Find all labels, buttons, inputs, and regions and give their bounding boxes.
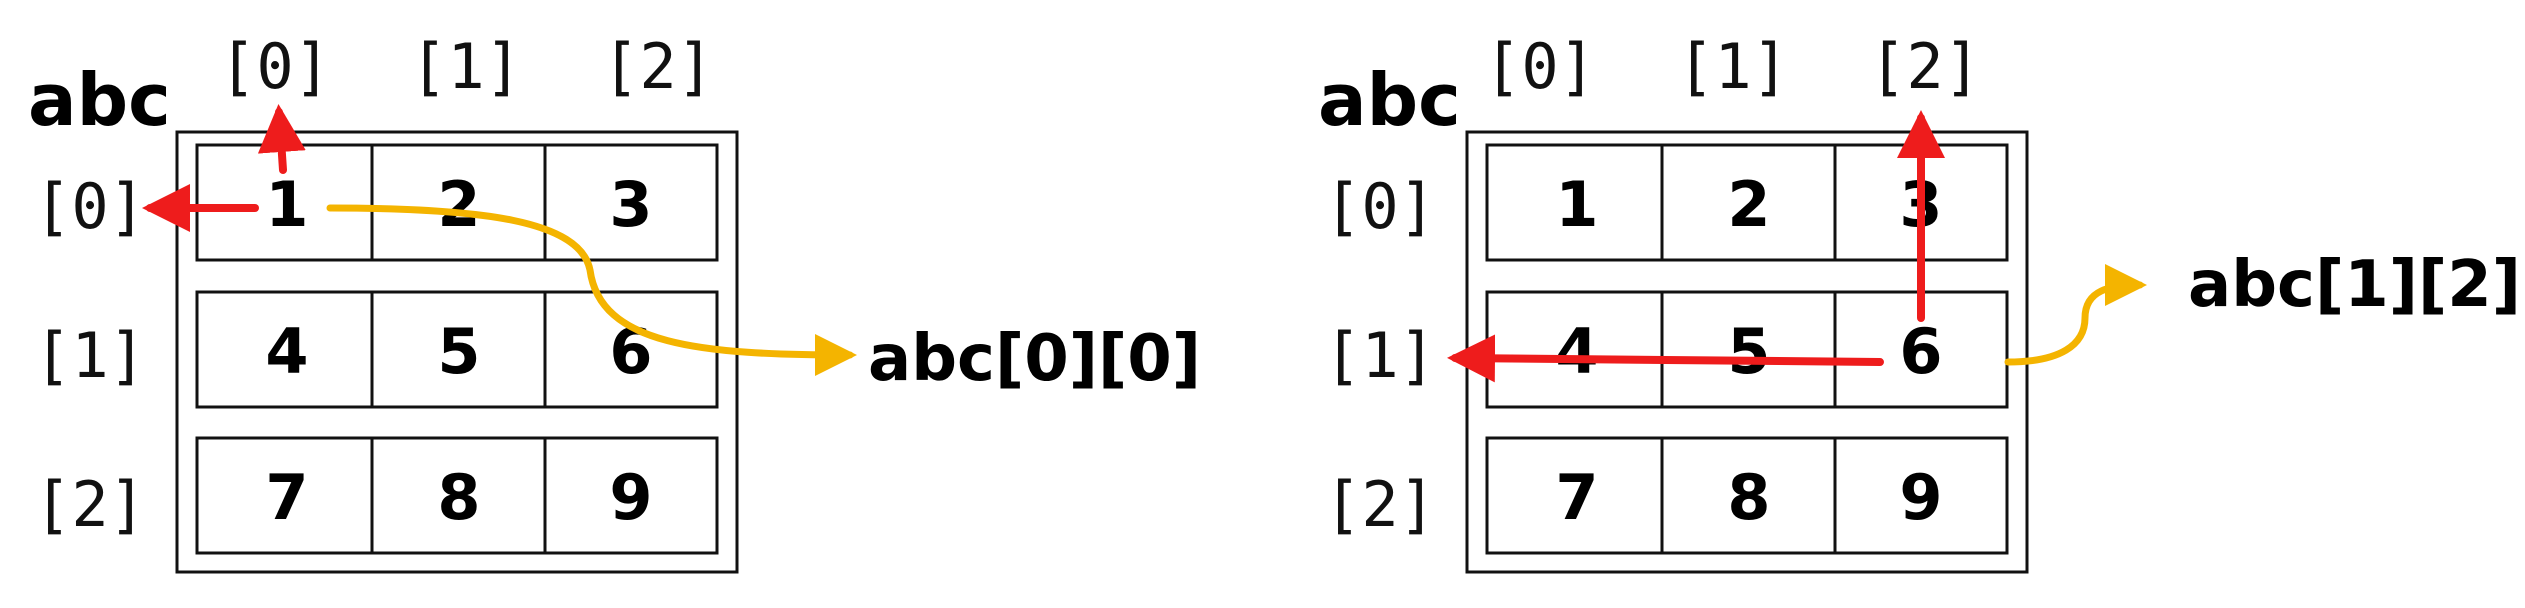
left-row-label-2: [2]	[34, 468, 146, 541]
right-col-label-2: [2]	[1869, 30, 1981, 103]
right-array-diagram: abc [0] [1] [2] [0] [1] [2] 1 2 3 4 5 6 …	[1318, 30, 2521, 574]
right-row-label-1: [1]	[1324, 319, 1436, 392]
left-col-label-0: [0]	[219, 30, 331, 103]
right-col-label-1: [1]	[1677, 30, 1789, 103]
left-cell-2-2: 9	[609, 461, 652, 534]
left-array-diagram: abc [0] [1] [2] [0] [1] [2] 1 2 3 4 5 6 …	[28, 30, 1201, 574]
left-col-arrow	[257, 104, 306, 174]
left-reference-label: abc[0][0]	[868, 322, 1201, 396]
right-cell-1-0: 4	[1555, 315, 1598, 388]
right-cell-1-2: 6	[1899, 315, 1942, 388]
right-row-label-2: [2]	[1324, 468, 1436, 541]
left-row-label-1: [1]	[34, 319, 146, 392]
left-row-box-2	[195, 436, 719, 555]
left-row-box-0	[195, 143, 719, 262]
right-reference-label: abc[1][2]	[2188, 248, 2521, 322]
left-cell-0-0: 1	[265, 168, 308, 241]
right-row-arrow	[1447, 334, 1884, 383]
right-cell-2-0: 7	[1555, 461, 1598, 534]
left-col-label-1: [1]	[410, 30, 522, 103]
right-row-box-2	[1485, 436, 2009, 555]
left-row-label-0: [0]	[34, 170, 146, 243]
right-col-label-0: [0]	[1484, 30, 1596, 103]
right-cell-1-1: 5	[1727, 315, 1770, 388]
right-reference-arrow	[2004, 264, 2147, 366]
left-reference-arrow	[326, 204, 857, 376]
right-cell-2-1: 8	[1727, 461, 1770, 534]
right-cell-0-1: 2	[1727, 168, 1770, 241]
right-cell-2-2: 9	[1899, 461, 1942, 534]
left-col-label-2: [2]	[602, 30, 714, 103]
right-array-name: abc	[1318, 58, 1461, 142]
right-cell-0-0: 1	[1555, 168, 1598, 241]
left-array-name: abc	[28, 58, 171, 142]
left-cell-0-2: 3	[609, 168, 652, 241]
left-cell-1-0: 4	[265, 315, 308, 388]
left-cell-2-1: 8	[437, 461, 480, 534]
left-cell-2-0: 7	[265, 461, 308, 534]
left-cell-0-1: 2	[437, 168, 480, 241]
right-row-label-0: [0]	[1324, 170, 1436, 243]
left-cell-1-1: 5	[437, 315, 480, 388]
